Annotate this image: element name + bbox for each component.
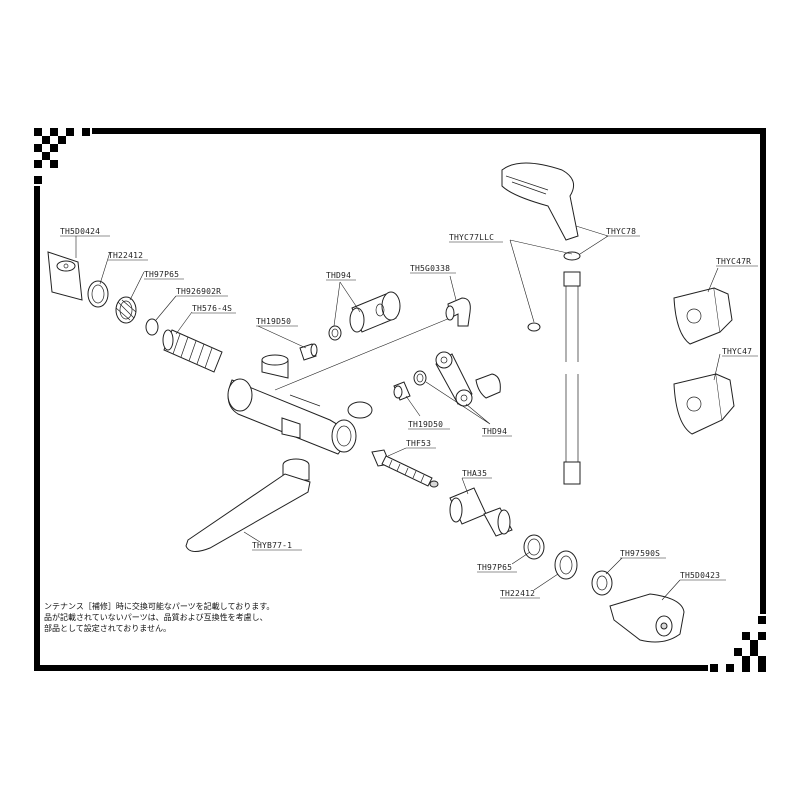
holder-thyc47: [673, 373, 735, 435]
right-ring-th97p65: [523, 534, 545, 560]
maintenance-note: ンテナンス［補修］時に交換可能なパーツを記載しております。 品が記載されていない…: [44, 601, 274, 633]
shower-washer: [527, 251, 581, 332]
label-th97p65-top: TH97P65: [144, 270, 179, 279]
label-thyb77-1: THYB77-1: [252, 541, 292, 550]
label-thyc47r: THYC47R: [716, 257, 751, 266]
label-tha35: THA35: [462, 469, 487, 478]
label-thyc47: THYC47: [722, 347, 752, 356]
right-handle-th5d0423: [609, 593, 685, 643]
fitting-tha35: [449, 487, 513, 537]
shower-hose-thyc77llc: [563, 271, 581, 485]
holder-thyc47r: [673, 287, 733, 345]
right-ring-th22412: [554, 550, 578, 580]
cartridge-thd94-top: [349, 291, 401, 333]
oring-thd94-mid: [413, 370, 427, 386]
right-nut-th97590s: [591, 570, 613, 596]
leader-lines: [75, 225, 721, 601]
label-th97590s: TH97590S: [620, 549, 660, 558]
drawing-frame: [34, 128, 766, 672]
left-ring-th97p65: [115, 296, 137, 324]
left-ring-th22412: [87, 280, 109, 308]
label-th19d50-mid: TH19D50: [408, 420, 443, 429]
label-th5g0338: TH5G0338: [410, 264, 450, 273]
mixer-body: [227, 354, 373, 455]
left-clip-th926902r: [145, 318, 159, 336]
label-thd94-mid: THD94: [482, 427, 507, 436]
label-th5d0424: TH5D0424: [60, 227, 100, 236]
valve-thd94-mid: [435, 351, 501, 407]
label-th926902r: TH926902R: [176, 287, 221, 296]
thermo-cartridge-th576-4s: [162, 329, 223, 373]
label-th22412-bot: TH22412: [500, 589, 535, 598]
note-line-3: 部品として設定されておりません。: [44, 623, 171, 633]
small-fitting-th19d50-mid: [393, 381, 411, 401]
label-th5d0423: TH5D0423: [680, 571, 720, 580]
spout-thyb77-1: [185, 458, 311, 552]
left-handle-cap: [47, 251, 83, 301]
label-thyc78: THYC78: [606, 227, 636, 236]
shower-head-thyc78: [501, 162, 579, 241]
filter-thf53: [371, 449, 439, 488]
label-th97p65-bot: TH97P65: [477, 563, 512, 572]
label-th576-4s: TH576-4S: [192, 304, 232, 313]
note-line-1: ンテナンス［補修］時に交換可能なパーツを記載しております。: [44, 601, 274, 611]
note-line-2: 品が記載されていないパーツは、品質および互換性を考慮し、: [44, 612, 268, 622]
label-thf53: THF53: [406, 439, 431, 448]
small-fitting-th19d50-top: [299, 343, 318, 361]
oring-thd94-top: [328, 325, 342, 341]
label-th22412-top: TH22412: [108, 251, 143, 260]
part-labels: TH5D0424 TH22412 TH97P65 TH926902R TH576…: [60, 227, 758, 599]
elbow-th5g0338: [445, 297, 471, 327]
label-thyc77llc: THYC77LLC: [449, 233, 494, 242]
label-thd94-top: THD94: [326, 271, 351, 280]
label-th19d50-top: TH19D50: [256, 317, 291, 326]
